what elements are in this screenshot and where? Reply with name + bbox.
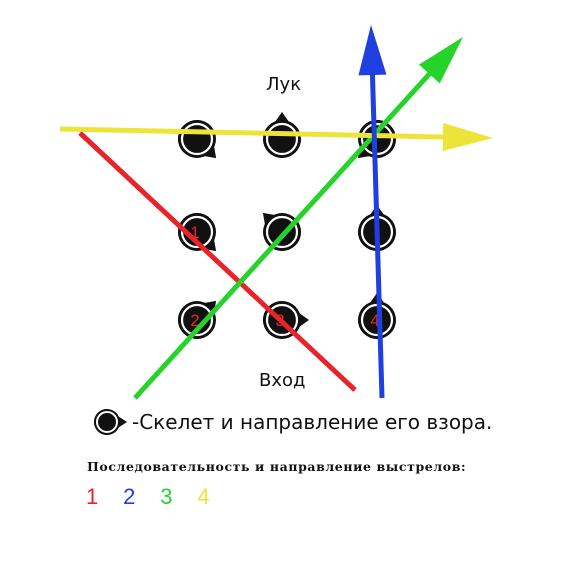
skeleton-marker bbox=[358, 293, 396, 339]
skeleton-number: 1 bbox=[190, 223, 199, 242]
sequence-numbers: 1 2 3 4 bbox=[86, 484, 228, 510]
sequence-step-1: 1 bbox=[86, 484, 99, 509]
skeleton-body bbox=[178, 301, 216, 339]
shot-4-arrow bbox=[59, 122, 493, 151]
sequence-step-4: 4 bbox=[197, 484, 210, 509]
shot-2-arrow bbox=[358, 25, 387, 399]
legend-text: -Скелет и направление его взора. bbox=[132, 410, 493, 434]
shot-1-arrow bbox=[78, 131, 357, 392]
skeleton-body bbox=[358, 120, 396, 158]
skeleton-number: 2 bbox=[190, 311, 199, 330]
label-entrance: Вход bbox=[259, 370, 306, 391]
skeleton-ring bbox=[265, 303, 299, 337]
skeleton-ring bbox=[180, 215, 214, 249]
shot-2-arrowhead bbox=[358, 25, 387, 76]
sequence-step-2: 2 bbox=[123, 484, 136, 509]
shot-2-line bbox=[369, 69, 385, 399]
shot-4-arrowhead bbox=[442, 122, 493, 151]
skeleton-body bbox=[263, 120, 301, 158]
skeleton-ring bbox=[360, 122, 394, 156]
shot-3-arrow bbox=[133, 37, 463, 400]
skeleton-marker bbox=[357, 120, 396, 159]
label-bow: Лук bbox=[266, 74, 302, 95]
skeleton-marker bbox=[262, 212, 301, 251]
skeleton-number: 4 bbox=[370, 311, 379, 330]
skeleton-body bbox=[358, 301, 396, 339]
shot-3-arrowhead bbox=[419, 37, 463, 84]
legend-skeleton-icon bbox=[94, 409, 127, 435]
skeleton-marker bbox=[178, 120, 217, 159]
shot-4-line bbox=[59, 126, 449, 140]
skeleton-body bbox=[178, 213, 216, 251]
skeleton-ring bbox=[180, 303, 214, 337]
shot-1-line bbox=[78, 131, 357, 392]
sequence-title: Последовательность и направление выстрел… bbox=[87, 459, 467, 474]
skeleton-ring bbox=[265, 122, 299, 156]
skeleton-marker bbox=[178, 300, 217, 339]
sequence-step-3: 3 bbox=[160, 484, 173, 509]
skeleton-marker bbox=[263, 301, 309, 339]
skeleton-ring bbox=[180, 122, 214, 156]
skeleton-marker bbox=[178, 213, 217, 252]
shot-3-line bbox=[133, 68, 435, 400]
